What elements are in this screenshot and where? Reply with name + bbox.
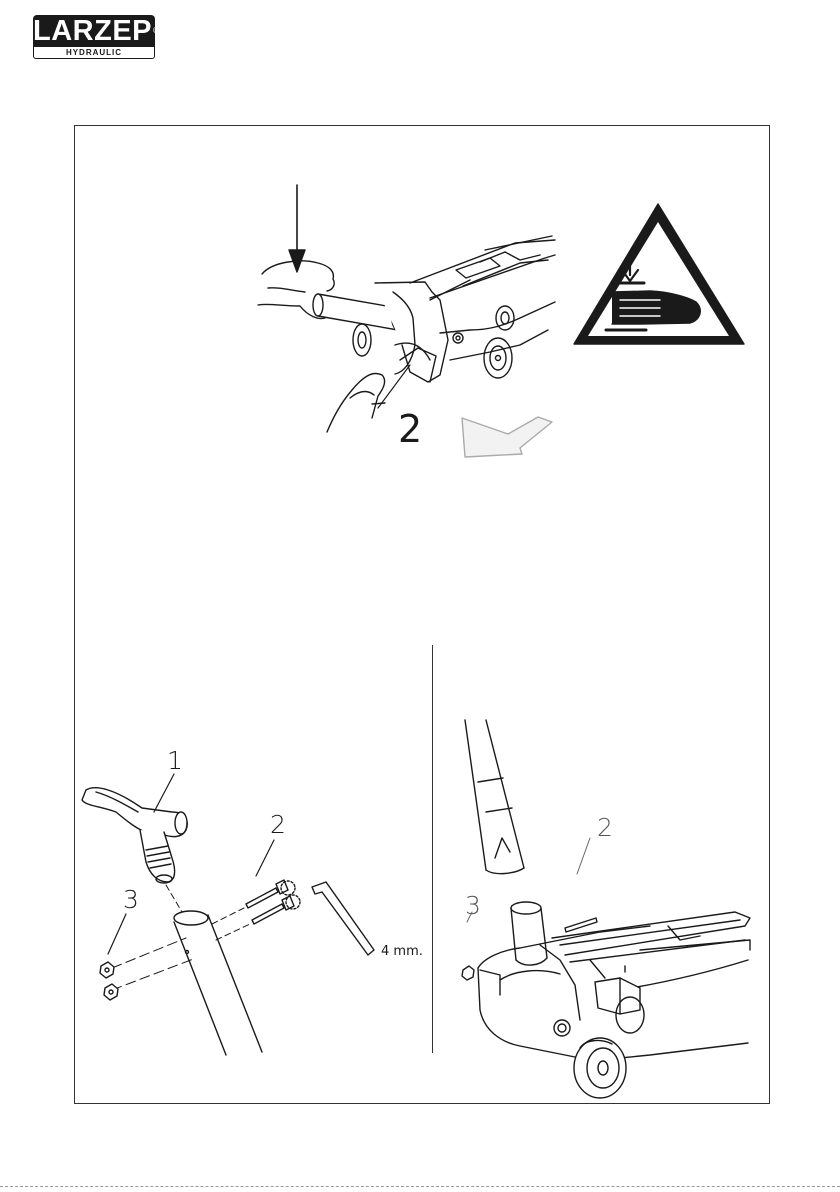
bolt-pair (246, 880, 300, 924)
callout-right-bolts: 2 (597, 815, 613, 840)
press-down-arrow-icon (289, 185, 305, 272)
handle-assembly-diagram (82, 774, 374, 1055)
callout-nuts: 3 (123, 887, 139, 912)
hex-key-tool (312, 882, 374, 955)
callout-bolts: 2 (270, 812, 286, 837)
callout-handle: 1 (167, 748, 183, 773)
saddle-accessory (462, 417, 552, 457)
hand-crush-warning-icon (574, 204, 744, 344)
callout-top-step: 2 (398, 410, 422, 448)
hex-key-size-label: 4 mm. (381, 944, 423, 959)
page-bottom-edge (0, 1186, 840, 1188)
callout-right-nuts: 3 (465, 893, 481, 918)
jack-assembly-diagram (462, 720, 750, 1098)
